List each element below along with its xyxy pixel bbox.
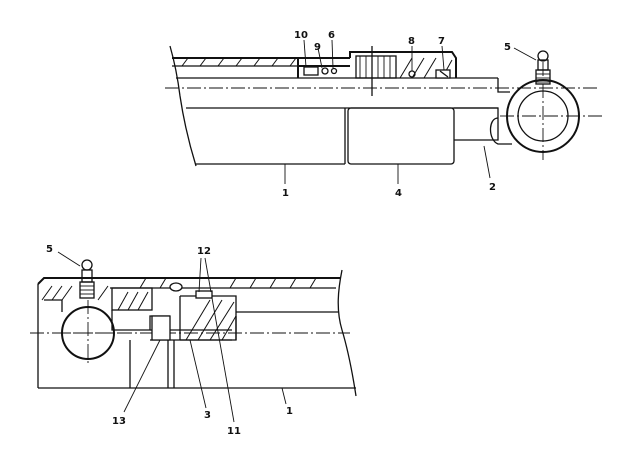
top-head-thread [359,56,391,78]
bottom-wear-ring [169,282,183,292]
label-13: 13 [112,416,126,427]
top-wiper-mark [439,70,449,78]
top-rod [454,107,499,141]
bottom-break-line [337,269,357,397]
top-cylinder-view: 10 9 6 8 7 5 1 4 2 [165,30,604,199]
bottom-seal-12 [195,290,213,299]
bottom-port-hatching [117,291,149,311]
top-leader-5 [513,47,537,61]
top-oring-9 [321,67,329,75]
top-gland-start [297,58,350,78]
bottom-eye-housing [44,299,63,312]
bottom-leader-12b [204,257,212,293]
top-leader-9 [317,47,323,69]
bottom-leader-1 [281,387,287,405]
label-1-top: 1 [282,188,289,199]
label-5-top: 5 [504,42,511,53]
bottom-leader-13 [123,339,161,413]
bottom-piston-hatching [185,299,237,341]
bottom-leader-5 [57,251,81,267]
label-1-bottom: 1 [286,406,293,417]
label-5-bottom: 5 [46,244,53,255]
top-leader-6 [331,39,334,69]
top-piston-4 [347,107,455,165]
top-leader-2 [483,145,491,179]
top-break-line [169,45,197,167]
label-3: 3 [204,410,211,421]
top-tube-hatching [181,57,297,67]
label-9: 9 [314,42,321,53]
bottom-leader-3 [189,339,207,409]
bottom-eye-hatching [41,285,109,301]
label-6: 6 [328,30,335,41]
top-grease-fitting [535,50,551,85]
top-rod-boss [489,117,512,145]
top-head-block [349,51,457,78]
bottom-port [111,287,153,311]
label-12: 12 [197,246,211,257]
bottom-cylinder-view: 5 12 13 3 11 1 [30,244,357,437]
top-oring-6 [330,67,338,75]
label-2: 2 [489,182,496,193]
label-7: 7 [438,36,445,47]
bottom-nut-13 [151,315,171,341]
label-4: 4 [395,188,402,199]
bottom-top-edge [37,277,340,285]
top-head-port [355,55,397,79]
top-seal-10 [303,66,319,76]
label-11: 11 [227,426,241,437]
label-10: 10 [294,30,308,41]
bottom-grease-fitting [79,259,95,299]
bottom-tube-hatching [139,277,317,289]
top-leader-10 [303,39,307,68]
label-8: 8 [408,36,415,47]
bottom-leader-12a [198,257,202,293]
bottom-leader-11 [211,297,235,423]
top-leader-7 [441,45,445,71]
top-rod-shoulder [497,78,510,93]
